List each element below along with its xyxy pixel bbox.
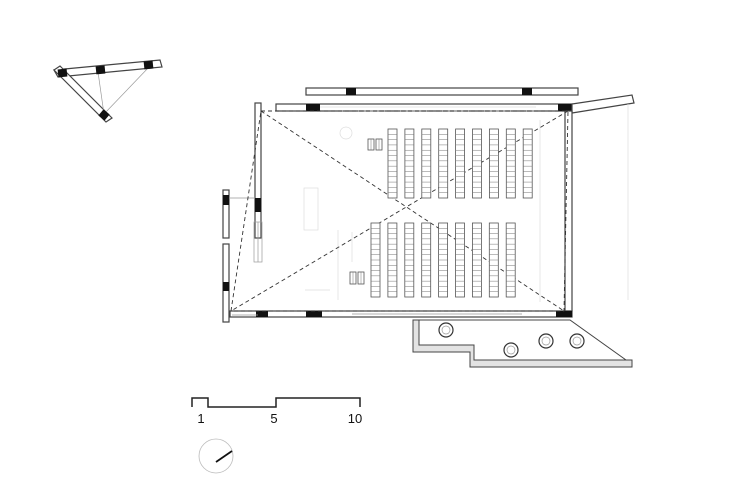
roof-outline-dashed [230, 110, 569, 312]
planter-3 [569, 333, 585, 349]
seat-column [421, 128, 432, 199]
east-canopy [571, 94, 635, 114]
seat-column [455, 128, 466, 199]
seat-column [505, 128, 516, 199]
north-arrow-icon [198, 438, 234, 474]
scale-label-1: 1 [197, 411, 204, 426]
main-hall [222, 87, 635, 323]
west-wall [254, 102, 262, 239]
scale-label-10: 10 [348, 411, 362, 426]
seating-area [370, 128, 533, 298]
planter-1 [438, 322, 454, 338]
seat-column [488, 128, 499, 199]
terrace [412, 319, 633, 368]
seat-column [522, 128, 533, 199]
planter-2 [538, 333, 554, 349]
planter-4 [503, 342, 519, 358]
detached-frame-structure [53, 59, 163, 123]
north-wall [275, 103, 573, 112]
roof-canopy-top [305, 87, 579, 96]
lectern-chairs-upper [367, 138, 383, 151]
scale-bar: 1 5 10 [191, 397, 362, 426]
seat-column [438, 128, 449, 199]
lectern-chairs-lower [349, 271, 365, 285]
scale-label-5: 5 [270, 411, 277, 426]
seat-column [404, 128, 415, 199]
seat-column [387, 128, 398, 199]
seat-column [472, 128, 482, 199]
